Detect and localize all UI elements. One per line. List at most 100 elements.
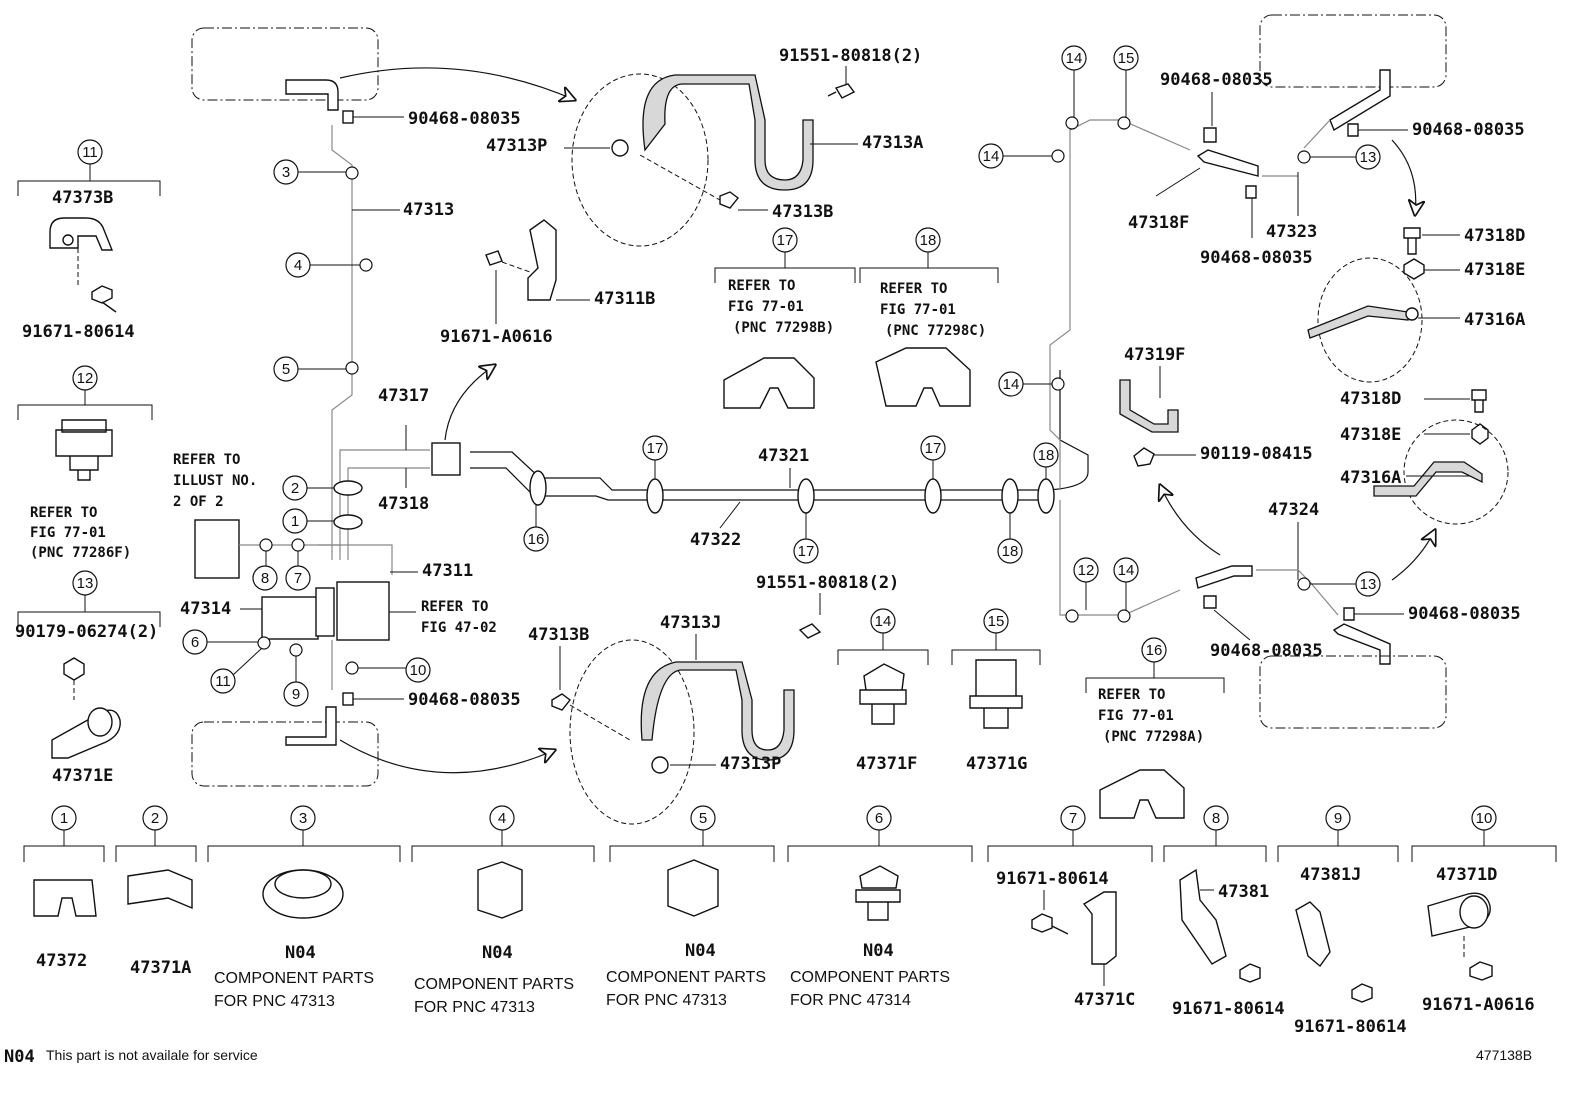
svg-text:47313P: 47313P	[720, 754, 781, 774]
hose-47316A-icon	[1307, 305, 1409, 339]
svg-text:47371C: 47371C	[1074, 990, 1135, 1010]
svg-text:2: 2	[291, 480, 299, 497]
svg-text:47321: 47321	[758, 446, 809, 466]
svg-text:FOR PNC 47313: FOR PNC 47313	[606, 992, 727, 1009]
svg-text:6: 6	[875, 810, 883, 827]
hose-47313A	[642, 74, 814, 191]
svg-text:47313A: 47313A	[862, 133, 923, 153]
svg-text:14: 14	[875, 613, 892, 630]
svg-text:90468-08035: 90468-08035	[408, 109, 521, 129]
legend-text: This part is not availale for service	[46, 1047, 258, 1063]
bolt-icon	[1133, 447, 1155, 467]
svg-text:9: 9	[1334, 810, 1342, 827]
svg-text:7: 7	[1069, 810, 1077, 827]
svg-text:4: 4	[498, 810, 506, 827]
svg-text:47318: 47318	[378, 494, 429, 514]
svg-text:COMPONENT PARTS: COMPONENT PARTS	[790, 969, 950, 986]
svg-text:N04: N04	[685, 941, 716, 961]
svg-text:90468-08035: 90468-08035	[1412, 120, 1525, 140]
svg-text:18: 18	[1002, 543, 1019, 560]
svg-text:16: 16	[528, 531, 545, 548]
svg-text:90468-08035: 90468-08035	[1160, 70, 1273, 90]
svg-text:REFER TO: REFER TO	[30, 505, 97, 521]
svg-text:47371A: 47371A	[130, 958, 191, 978]
svg-text:47372: 47372	[36, 951, 87, 971]
svg-text:47318E: 47318E	[1464, 260, 1525, 280]
svg-text:8: 8	[261, 570, 269, 587]
svg-text:47316A: 47316A	[1340, 468, 1401, 488]
svg-text:47311B: 47311B	[594, 289, 655, 309]
actuator-47311	[336, 581, 390, 641]
svg-text:47317: 47317	[378, 386, 429, 406]
svg-text:16: 16	[1146, 642, 1163, 659]
svg-text:(PNC 77286F): (PNC 77286F)	[30, 545, 131, 561]
svg-text:COMPONENT PARTS: COMPONENT PARTS	[606, 969, 766, 986]
svg-text:(PNC 77298C): (PNC 77298C)	[885, 323, 986, 339]
svg-text:N04: N04	[863, 941, 894, 961]
svg-text:REFER TO: REFER TO	[421, 599, 488, 615]
hose-47313J	[640, 661, 795, 761]
svg-text:90468-08035: 90468-08035	[1210, 641, 1323, 661]
legend-code: N04	[4, 1047, 35, 1067]
bolt-icon	[798, 623, 822, 639]
svg-text:91551-80818(2): 91551-80818(2)	[756, 573, 899, 593]
svg-text:47318D: 47318D	[1464, 226, 1525, 246]
svg-text:2 OF 2: 2 OF 2	[173, 494, 224, 510]
svg-text:14: 14	[1003, 376, 1020, 393]
part-47373B: 47373B	[52, 188, 113, 208]
bracket-47381-icon	[1179, 868, 1227, 965]
svg-text:9: 9	[292, 686, 300, 703]
svg-text:47313B: 47313B	[528, 625, 589, 645]
clip-47371G-icon	[969, 659, 1023, 729]
callout-11: 11	[82, 144, 98, 161]
clip-47318E-icon	[1403, 258, 1425, 280]
svg-text:13: 13	[77, 575, 94, 592]
svg-text:47371D: 47371D	[1436, 865, 1497, 885]
group-11-clamp: 11 47373B 91671-80614	[17, 139, 161, 342]
clip-n04-a-icon	[477, 861, 523, 919]
illust-ref-box	[194, 519, 240, 579]
svg-text:ILLUST NO.: ILLUST NO.	[173, 473, 257, 489]
svg-text:11: 11	[215, 673, 231, 690]
svg-text:47313B: 47313B	[772, 202, 833, 222]
svg-text:FOR PNC 47314: FOR PNC 47314	[790, 992, 911, 1009]
clip-77298A-icon	[1099, 769, 1185, 819]
svg-text:FIG 77-01: FIG 77-01	[880, 302, 956, 318]
svg-text:47314: 47314	[180, 599, 231, 619]
svg-text:17: 17	[798, 543, 815, 560]
svg-text:1: 1	[60, 810, 68, 827]
nut-icon	[63, 657, 85, 681]
svg-text:47318E: 47318E	[1340, 425, 1401, 445]
connector-top-left	[285, 79, 339, 111]
connector-bottom-left	[285, 706, 337, 746]
svg-text:47316A: 47316A	[1464, 310, 1525, 330]
part-47371E: 47371E	[52, 766, 113, 786]
svg-text:FOR PNC 47313: FOR PNC 47313	[414, 999, 535, 1016]
svg-text:17: 17	[647, 440, 664, 457]
svg-text:6: 6	[191, 634, 199, 651]
svg-text:FIG 77-01: FIG 77-01	[30, 525, 106, 541]
group-13-grommet: 13 90179-06274(2) 47371E	[15, 570, 161, 786]
svg-text:47323: 47323	[1266, 222, 1317, 242]
svg-text:91671-A0616: 91671-A0616	[1422, 995, 1535, 1015]
svg-text:47313J: 47313J	[660, 613, 721, 633]
svg-text:FIG 47-02: FIG 47-02	[421, 620, 497, 636]
svg-text:47313: 47313	[403, 200, 454, 220]
svg-text:5: 5	[282, 361, 290, 378]
svg-text:REFER TO: REFER TO	[728, 278, 795, 294]
svg-text:47371G: 47371G	[966, 754, 1027, 774]
bolt-icon	[719, 191, 739, 209]
svg-text:13: 13	[1360, 149, 1377, 166]
svg-text:FIG 77-01: FIG 77-01	[728, 299, 804, 315]
svg-text:17: 17	[925, 440, 942, 457]
svg-text:47381: 47381	[1218, 882, 1269, 902]
svg-text:90468-08035: 90468-08035	[408, 690, 521, 710]
svg-text:7: 7	[294, 570, 302, 587]
svg-text:3: 3	[299, 810, 307, 827]
svg-text:47318F: 47318F	[1128, 213, 1189, 233]
hose-47318F-icon	[1196, 149, 1259, 177]
bolt-icon	[91, 285, 117, 313]
svg-text:12: 12	[1078, 562, 1095, 579]
bolt-47318D-icon	[1403, 227, 1421, 255]
part-91671-80614-a: 91671-80614	[22, 322, 135, 342]
